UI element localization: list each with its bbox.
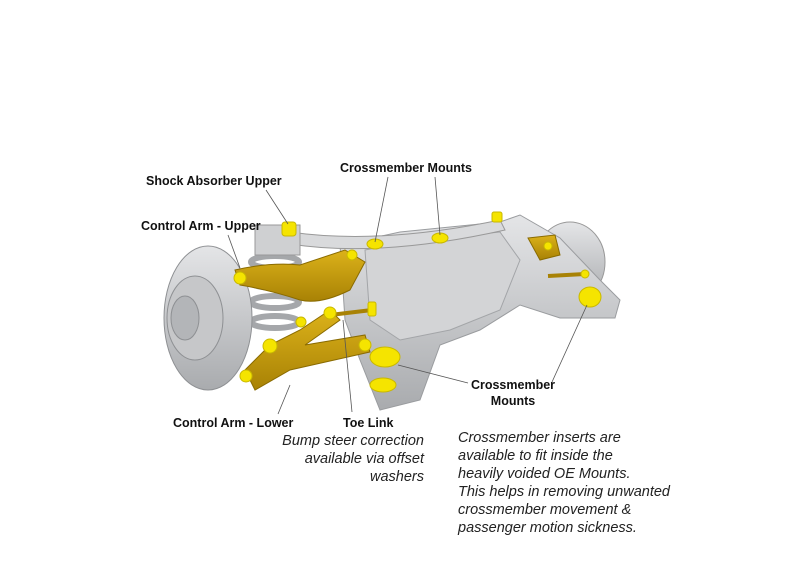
bushings [233,211,602,393]
crossmember-note-line: This helps in removing unwanted [458,484,670,500]
hub-center [170,295,200,341]
label-crossmember-line2: Mounts [490,394,536,408]
bushing-cm-top-left [366,238,384,250]
bushing-rear-top [491,211,503,223]
bushing-lower-arm-mid [295,316,307,328]
bushing-toe-link-inner [367,301,377,317]
toe-link-note: Bump steer correction available via offs… [260,432,424,486]
leader-lines [227,176,588,415]
bushing-cm-rear [578,286,602,308]
label-control-arm-lower: Control Arm - Lower [173,416,294,430]
toe-link-note-line: Bump steer correction [282,433,424,449]
crossmember-bar [289,219,506,250]
toe-link-note-line: washers [370,469,424,485]
crossmember-note-line: Crossmember inserts are [458,430,621,446]
bushing-lower-arm-outer [262,338,278,354]
lower-control-arm [244,309,371,391]
upper-control-arm [234,249,366,302]
bushing-lower-arm-inner [358,338,372,352]
bushing-shock-upper [281,221,297,237]
label-toe-link: Toe Link [343,416,394,430]
bushing-upper-arm [233,271,247,285]
bushing-cm-lower-bottom [369,377,397,393]
label-shock-absorber-upper: Shock Absorber Upper [146,174,282,188]
toe-link-rod [329,308,373,317]
label-crossmember-mounts-bottom: Crossmember Mounts [470,378,556,408]
crossmember-note-line: heavily voided OE Mounts. [458,466,631,482]
bushing-upper-arm-inner [346,249,358,261]
crossmember-note-line: passenger motion sickness. [458,520,637,536]
differential [364,231,521,341]
toe-link-note-line: available via offset [304,451,424,467]
crossmember-note-line: crossmember movement & [458,502,632,518]
rear-toe-link-rod [547,272,586,278]
label-crossmember-mounts-top: Crossmember Mounts [340,161,472,175]
label-crossmember-line1: Crossmember [470,378,556,392]
bushing-rear-toe [580,269,590,279]
bushing-toe-link [323,306,337,320]
crossmember-note-line: available to fit inside the [458,448,613,464]
label-control-arm-upper: Control Arm - Upper [141,219,261,233]
crossmember-note: Crossmember inserts are available to fit… [458,429,670,537]
bushing-rear-arm [543,241,553,251]
bushing-lower-arm-end [239,369,253,383]
bushing-cm-lower-top [369,346,401,368]
